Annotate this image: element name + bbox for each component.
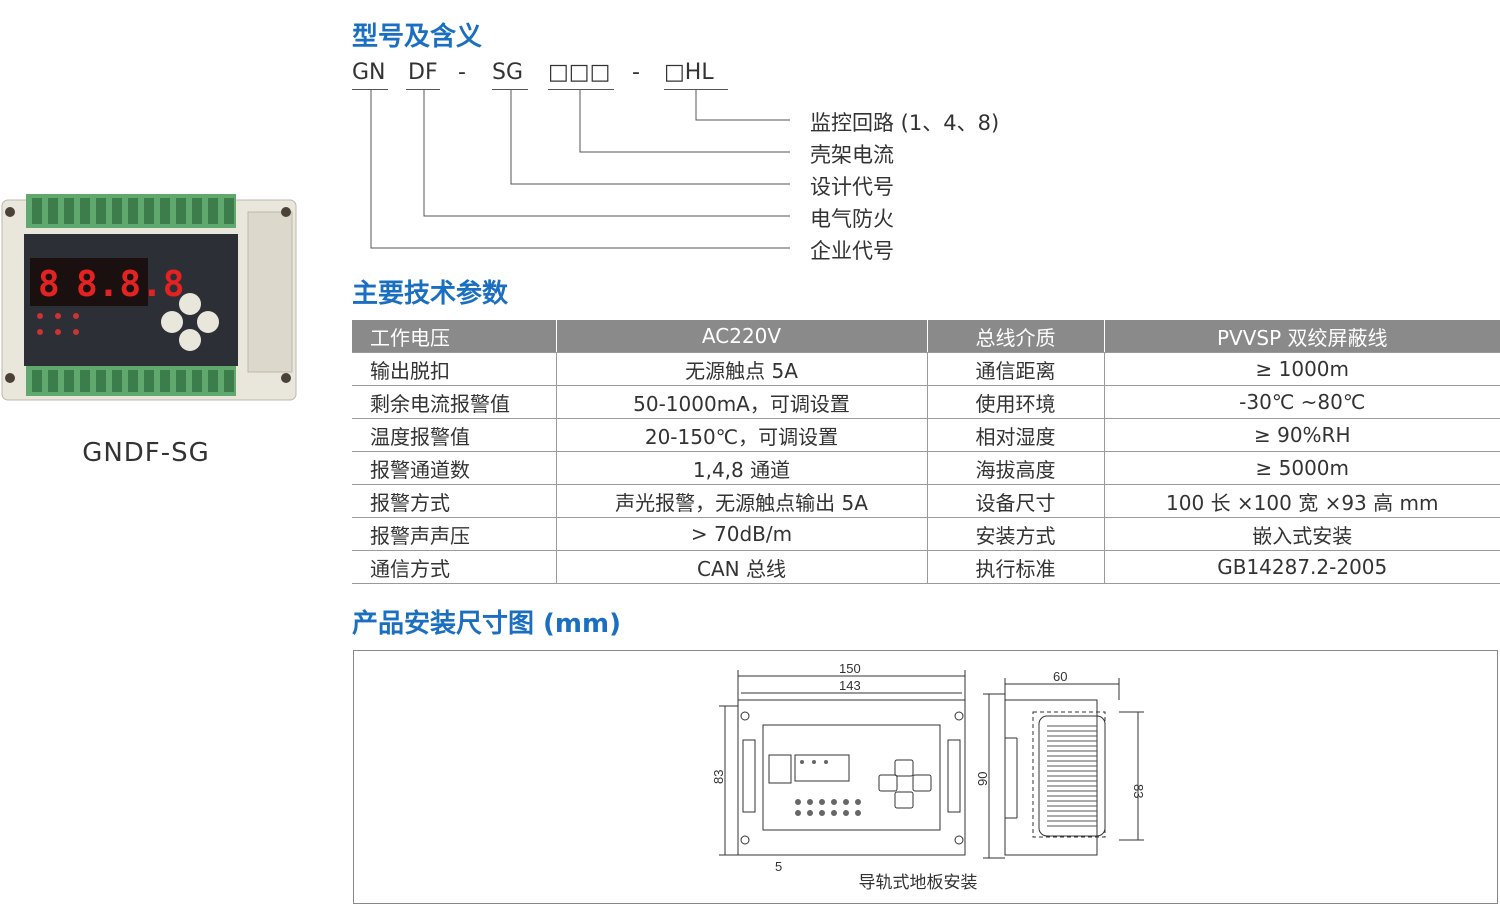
- spec-cell: 50-1000mA，可调设置: [556, 385, 928, 419]
- params-section-title: 主要技术参数: [352, 279, 509, 309]
- dim-side-depth: 60: [1053, 669, 1067, 684]
- spec-cell: 通信距离: [927, 352, 1105, 386]
- spec-cell: 输出脱扣: [352, 352, 557, 386]
- code-seg-df: DF: [408, 60, 438, 85]
- spec-cell: ≥ 1000m: [1104, 352, 1500, 386]
- spec-cell: 通信方式: [352, 550, 557, 584]
- spec-row: 输出脱扣 无源触点 5A 通信距离 ≥ 1000m: [352, 352, 1500, 386]
- dim-front-width-outer: 150: [839, 661, 861, 676]
- code-seg-boxes: □□□: [548, 60, 611, 85]
- dimension-drawing-frame: [353, 650, 1498, 904]
- spec-cell: CAN 总线: [556, 550, 928, 584]
- spec-cell: -30℃ ~80℃: [1104, 385, 1500, 419]
- model-section-title: 型号及含义: [352, 22, 483, 52]
- spec-row: 剩余电流报警值 50-1000mA，可调设置 使用环境 -30℃ ~80℃: [352, 385, 1500, 419]
- spec-cell: 安装方式: [927, 517, 1105, 551]
- dimension-caption: 导轨式地板安装: [859, 873, 978, 893]
- spec-cell: 报警通道数: [352, 451, 557, 485]
- spec-row: 通信方式 CAN 总线 执行标准 GB14287.2-2005: [352, 550, 1500, 584]
- code-seg-gn: GN: [352, 60, 386, 85]
- meaning-design-code: 设计代号: [810, 175, 894, 199]
- spec-cell: PVVSP 双绞屏蔽线: [1104, 320, 1500, 353]
- dim-offset: 5: [775, 859, 782, 874]
- spec-cell: 设备尺寸: [927, 484, 1105, 518]
- led-display: 8.8.8: [76, 264, 184, 305]
- dim-front-height: 83: [711, 770, 726, 784]
- spec-row: 报警通道数 1,4,8 通道 海拔高度 ≥ 5000m: [352, 451, 1500, 485]
- spec-cell: ≥ 5000m: [1104, 451, 1500, 485]
- spec-cell: 执行标准: [927, 550, 1105, 584]
- meaning-frame-current: 壳架电流: [810, 143, 894, 167]
- spec-cell: > 70dB/m: [556, 517, 928, 551]
- dim-side-height-outer: 90: [975, 772, 990, 786]
- spec-cell: 相对湿度: [927, 418, 1105, 452]
- spec-cell: 报警声声压: [352, 517, 557, 551]
- model-leader-lines: [370, 89, 790, 249]
- meaning-loop: 监控回路 (1、4、8): [810, 111, 1000, 135]
- spec-cell: 报警方式: [352, 484, 557, 518]
- spec-cell: 100 长 ×100 宽 ×93 高 mm: [1104, 484, 1500, 518]
- dim-front-width-inner: 143: [839, 678, 861, 693]
- dimension-drawing: 150 143 83 5 60 90 83 导轨式地板安装: [711, 661, 1146, 893]
- spec-cell: 温度报警值: [352, 418, 557, 452]
- device-illustration: 8 8.8.8: [1, 194, 297, 401]
- code-seg-dash-2: -: [632, 60, 640, 85]
- spec-cell: 1,4,8 通道: [556, 451, 928, 485]
- spec-cell: 使用环境: [927, 385, 1105, 419]
- code-seg-dash-1: -: [458, 60, 466, 85]
- dimension-section-title: 产品安装尺寸图 (mm): [352, 609, 622, 639]
- svg-text:8: 8: [38, 264, 60, 305]
- spec-cell: AC220V: [556, 320, 928, 353]
- meaning-company-code: 企业代号: [810, 239, 894, 263]
- spec-row: 温度报警值 20-150℃，可调设置 相对湿度 ≥ 90%RH: [352, 418, 1500, 452]
- spec-cell: 总线介质: [927, 320, 1105, 353]
- code-seg-sg: SG: [492, 60, 524, 85]
- spec-cell: 嵌入式安装: [1104, 517, 1500, 551]
- spec-header-row: 工作电压 AC220V 总线介质 PVVSP 双绞屏蔽线: [352, 320, 1500, 353]
- spec-cell: 无源触点 5A: [556, 352, 928, 386]
- meaning-fire-protection: 电气防火: [810, 207, 894, 231]
- spec-cell: GB14287.2-2005: [1104, 550, 1500, 584]
- spec-cell: ≥ 90%RH: [1104, 418, 1500, 452]
- dim-side-height-inner: 83: [1131, 784, 1146, 798]
- spec-cell: 海拔高度: [927, 451, 1105, 485]
- spec-cell: 20-150℃，可调设置: [556, 418, 928, 452]
- device-photo: 8 8.8.8: [0, 186, 300, 408]
- spec-cell: 声光报警，无源触点输出 5A: [556, 484, 928, 518]
- spec-row: 报警声声压 > 70dB/m 安装方式 嵌入式安装: [352, 517, 1500, 551]
- spec-table: 工作电压 AC220V 总线介质 PVVSP 双绞屏蔽线 输出脱扣 无源触点 5…: [352, 320, 1500, 584]
- code-seg-hl: □HL: [664, 60, 714, 85]
- spec-cell: 剩余电流报警值: [352, 385, 557, 419]
- device-caption: GNDF-SG: [82, 438, 210, 468]
- spec-cell: 工作电压: [352, 320, 557, 353]
- spec-row: 报警方式 声光报警，无源触点输出 5A 设备尺寸 100 长 ×100 宽 ×9…: [352, 484, 1500, 518]
